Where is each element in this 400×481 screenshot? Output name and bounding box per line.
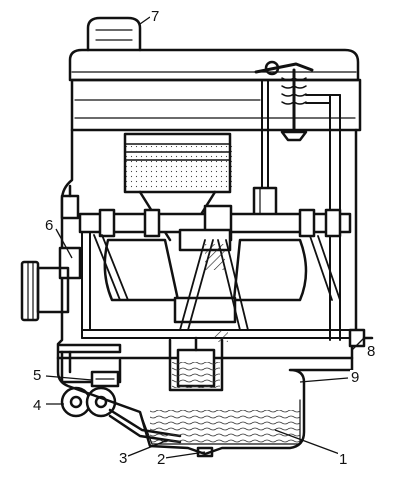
filter-oil [172,362,220,388]
callout-3: 3 [118,450,129,467]
drain-plug [196,446,214,458]
pressure-relief-valve [90,370,120,388]
cylinder-head [70,78,362,132]
oil-filler-cap [86,16,142,52]
callout-4: 4 [32,397,43,414]
callout-2: 2 [156,451,167,468]
crankshaft-pulley [20,260,70,322]
filter-inlet-hatch [214,330,228,342]
oil-level [150,410,300,444]
rocker-oil-feed-line [261,79,269,189]
callout-5: 5 [32,367,43,384]
distributor-drive [58,184,82,280]
callout-9: 9 [350,369,361,386]
piston-stipple [122,146,232,190]
callout-leaders [45,16,365,459]
callout-7: 7 [150,8,161,25]
valve-cover [68,48,360,82]
callout-6: 6 [44,217,55,234]
callout-8: 8 [366,343,377,360]
callout-1: 1 [338,451,349,468]
rocker-and-valve-assembly [254,60,314,142]
connecting-rod-hatch [205,244,225,270]
crankshaft [103,228,308,324]
